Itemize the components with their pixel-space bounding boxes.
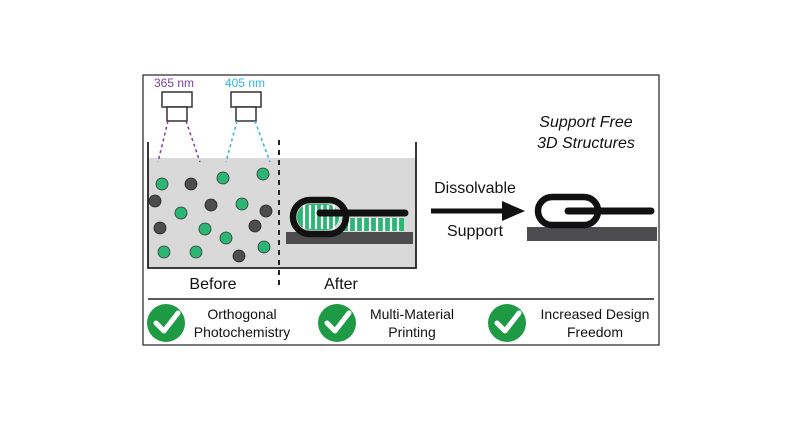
after-label: After xyxy=(324,276,358,293)
green-particle xyxy=(189,245,203,259)
result-title-line2: 3D Structures xyxy=(537,135,635,152)
dark-particle xyxy=(259,204,273,218)
feature-2-line2: Printing xyxy=(388,324,435,340)
feature-1-line1: Orthogonal xyxy=(207,306,276,322)
dark-particle xyxy=(204,198,218,212)
feature-1-line2: Photochemistry xyxy=(194,324,290,340)
dark-particle xyxy=(232,249,246,263)
support-free-part xyxy=(527,193,657,241)
green-particle xyxy=(256,167,270,181)
checkmark-icon xyxy=(147,304,185,342)
feature-3-line2: Freedom xyxy=(567,324,623,340)
feature-2-line1: Multi-Material xyxy=(370,306,454,322)
before-label: Before xyxy=(189,276,236,293)
light-source-icon xyxy=(230,91,262,122)
green-particle xyxy=(198,222,212,236)
dark-particle xyxy=(153,221,167,235)
arrow-label-bottom: Support xyxy=(447,223,504,240)
green-particle xyxy=(257,240,271,254)
wavelength-365-label: 365 nm xyxy=(154,76,194,90)
light-source-icon xyxy=(161,91,193,122)
result-build-plate xyxy=(527,227,657,241)
green-particle xyxy=(219,231,233,245)
dark-particle xyxy=(248,219,262,233)
support-pillars xyxy=(342,218,404,231)
link-loop xyxy=(289,196,350,238)
process-arrow-icon xyxy=(431,201,525,221)
feature-design-freedom: Increased Design Freedom xyxy=(488,304,649,342)
support-pillar-stripes xyxy=(347,218,400,231)
checkmark-icon xyxy=(318,304,356,342)
resin-vat xyxy=(147,142,417,269)
dark-particle xyxy=(184,177,198,191)
feature-orthogonal: Orthogonal Photochemistry xyxy=(147,304,290,342)
green-particle xyxy=(235,197,249,211)
arrow-label-top: Dissolvable xyxy=(434,180,516,197)
green-particle xyxy=(216,171,230,185)
vat-walls xyxy=(147,142,417,269)
checkmark-icon xyxy=(488,304,526,342)
printed-part xyxy=(286,196,413,244)
result-title-line1: Support Free xyxy=(539,114,632,131)
resin-particles xyxy=(148,167,273,263)
dark-particle xyxy=(148,194,162,208)
feature-multi-material: Multi-Material Printing xyxy=(318,304,454,342)
green-particle xyxy=(174,206,188,220)
wavelength-405-label: 405 nm xyxy=(225,76,265,90)
figure-frame xyxy=(142,74,660,346)
feature-3-line1: Increased Design xyxy=(541,306,650,322)
green-particle xyxy=(155,177,169,191)
green-particle xyxy=(157,245,171,259)
light-beams xyxy=(157,120,271,163)
support-stripes xyxy=(302,205,336,229)
